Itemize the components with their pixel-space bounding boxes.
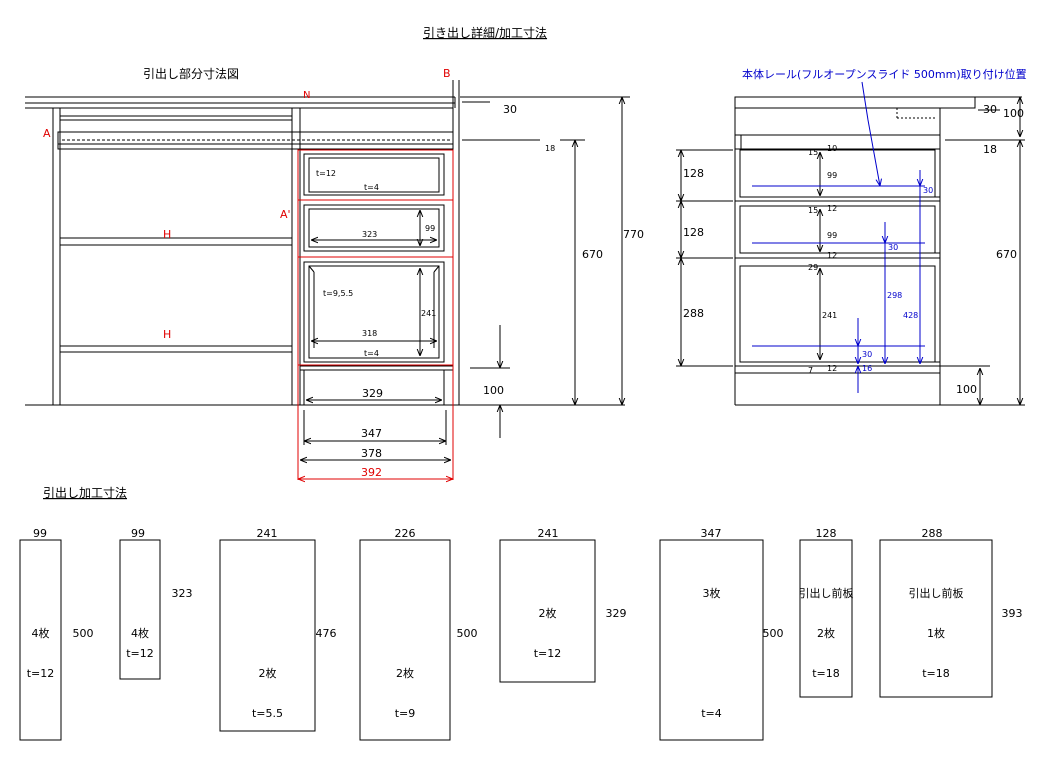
dim-378: 378: [361, 447, 382, 460]
rdim-30: 30: [983, 103, 997, 116]
left-cabinet-view: [25, 80, 625, 405]
main-title: 引き出し詳細/加工寸法: [423, 25, 547, 40]
dim-392: 392: [361, 466, 382, 479]
dim-top-30: 30: [503, 103, 517, 116]
rdim-100-bottom: 100: [956, 383, 977, 396]
rdim-30c: 30: [862, 350, 872, 359]
rdim-18: 18: [983, 143, 997, 156]
part-top-dimension: 99: [131, 527, 145, 540]
dim-770: 770: [623, 228, 644, 241]
part-label: t=18: [812, 667, 840, 680]
right-cabinet-view: [676, 97, 1025, 405]
rdim-128b: 128: [683, 226, 704, 239]
dim-241: 241: [421, 309, 436, 318]
part-label: t=5.5: [252, 707, 283, 720]
part-label: t=9: [395, 707, 416, 720]
part-side-dimension: 476: [316, 627, 337, 640]
part-panel: [120, 540, 160, 679]
part-top-dimension: 241: [538, 527, 559, 540]
part-side-dimension: 393: [1002, 607, 1023, 620]
dim-329: 329: [362, 387, 383, 400]
dim-347: 347: [361, 427, 382, 440]
part-top-dimension: 99: [33, 527, 47, 540]
dim-99: 99: [425, 224, 435, 233]
rdim-428: 428: [903, 311, 918, 320]
label-h-upper: H: [163, 228, 171, 241]
dim-rail-18: 18: [545, 144, 555, 153]
part-panel: [800, 540, 852, 697]
label-h-lower: H: [163, 328, 171, 341]
part-label: 2枚: [817, 626, 835, 640]
rdim-288: 288: [683, 307, 704, 320]
label-a: A: [43, 127, 51, 140]
part-label: t=12: [126, 647, 154, 660]
part-side-dimension: 500: [457, 627, 478, 640]
part-top-dimension: 288: [922, 527, 943, 540]
part-label: 2枚: [259, 666, 277, 680]
section-part-title: 引出し部分寸法図: [143, 66, 239, 81]
rdim-16: 16: [862, 364, 872, 373]
part-top-dimension: 226: [395, 527, 416, 540]
part-side-dimension: 323: [172, 587, 193, 600]
label-a-prime: A': [280, 208, 291, 221]
label-b: B: [443, 67, 451, 80]
part-label: t=12: [27, 667, 55, 680]
rdim-12a: 12: [827, 204, 837, 213]
rdim-15a: 15: [808, 148, 818, 157]
rdim-241: 241: [822, 311, 837, 320]
rail-note: 本体レール(フルオープンスライド 500mm)取り付け位置: [742, 67, 1027, 81]
part-top-dimension: 241: [257, 527, 278, 540]
part-label: 2枚: [539, 606, 557, 620]
part-panel: [220, 540, 315, 731]
rdim-99a: 99: [827, 171, 837, 180]
part-top-dimension: 128: [816, 527, 837, 540]
part-top-dimension: 347: [701, 527, 722, 540]
dim-670: 670: [582, 248, 603, 261]
part-label: t=18: [922, 667, 950, 680]
rdim-298: 298: [887, 291, 902, 300]
rdim-10: 10: [827, 144, 837, 153]
left-dimension-lines: [300, 97, 630, 460]
rdim-99b: 99: [827, 231, 837, 240]
rdim-12b: 12: [827, 251, 837, 260]
rdim-7: 7: [808, 366, 813, 375]
section-cut-title: 引出し加工寸法: [43, 486, 127, 500]
rdim-30b: 30: [888, 243, 898, 252]
rdim-100-top: 100: [1003, 107, 1024, 120]
part-label: t=12: [534, 647, 562, 660]
rdim-15b: 15: [808, 206, 818, 215]
rdim-670: 670: [996, 248, 1017, 261]
rdim-128a: 128: [683, 167, 704, 180]
dim-323: 323: [362, 230, 377, 239]
part-label: 2枚: [396, 666, 414, 680]
part-panel: [360, 540, 450, 740]
dim-100: 100: [483, 384, 504, 397]
dim-t4-bottom: t=4: [364, 349, 379, 358]
part-panel: [500, 540, 595, 682]
part-label: 3枚: [703, 586, 721, 600]
dim-t12: t=12: [316, 169, 336, 178]
rail-position-lines: [752, 82, 925, 393]
part-panel: [660, 540, 763, 740]
part-panel: [880, 540, 992, 697]
part-side-dimension: 500: [763, 627, 784, 640]
rdim-12c: 12: [827, 364, 837, 373]
rdim-29: 29: [808, 263, 818, 272]
part-label: 引出し前板: [799, 586, 854, 600]
rdim-30a: 30: [923, 186, 933, 195]
dim-t95: t=9,5.5: [323, 289, 353, 298]
part-side-dimension: 329: [606, 607, 627, 620]
parts-layer: 99 500 4枚 t=12 99 323 4枚 t=12 241 476 2枚 t=5.5 226 50…: [20, 527, 1023, 740]
part-label: t=4: [701, 707, 722, 720]
part-panel: [20, 540, 61, 740]
part-label: 引出し前板: [909, 586, 964, 600]
dim-318: 318: [362, 329, 377, 338]
part-label: 4枚: [32, 626, 50, 640]
dim-t4-top: t=4: [364, 183, 379, 192]
label-n: N: [303, 90, 310, 101]
part-label: 4枚: [131, 626, 149, 640]
part-side-dimension: 500: [73, 627, 94, 640]
part-label: 1枚: [927, 626, 945, 640]
